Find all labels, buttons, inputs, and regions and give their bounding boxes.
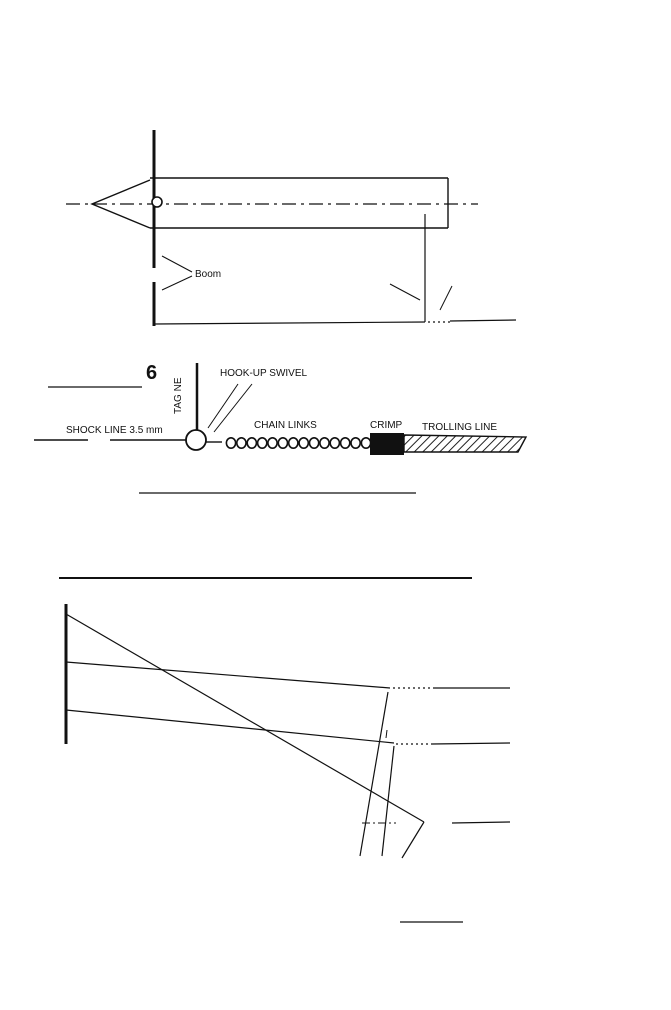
boom-leader-upper bbox=[161, 255, 193, 273]
chain-link bbox=[256, 436, 268, 449]
chain-link bbox=[329, 436, 341, 449]
chain-link bbox=[267, 436, 278, 449]
boom-diagram: Boom bbox=[66, 130, 517, 326]
line-geometry-diagram bbox=[59, 577, 511, 923]
boom-leader-lower bbox=[161, 275, 193, 291]
swivel-leader-1 bbox=[207, 383, 239, 429]
chain-link bbox=[246, 436, 258, 449]
chain-links-label: CHAIN LINKS bbox=[254, 420, 317, 431]
chain-link bbox=[350, 436, 361, 449]
swivel-leader-2 bbox=[213, 383, 253, 433]
right-short-line bbox=[451, 821, 511, 824]
chain-link bbox=[360, 436, 372, 449]
hook-up-swivel-label: HOOK-UP SWIVEL bbox=[220, 368, 307, 379]
pivot-hole bbox=[151, 196, 163, 208]
pointer-right bbox=[439, 285, 453, 311]
upper-line bbox=[65, 661, 391, 689]
lower-line bbox=[65, 709, 395, 744]
diagonal-return bbox=[401, 821, 425, 859]
tag-line-label: TAG NE bbox=[173, 377, 184, 414]
drop-left bbox=[359, 691, 389, 857]
pointer-left bbox=[389, 283, 421, 301]
base-line bbox=[154, 321, 426, 325]
chain-links bbox=[225, 436, 372, 449]
boom-label: Boom bbox=[195, 269, 221, 280]
trolling-line-label: TROLLING LINE bbox=[422, 422, 497, 433]
small-tick bbox=[385, 729, 388, 739]
chain-link bbox=[225, 436, 237, 449]
drop-right bbox=[381, 745, 395, 857]
lower-line-extension bbox=[431, 742, 511, 745]
chain-link bbox=[319, 436, 330, 449]
trolling-line bbox=[403, 434, 528, 453]
boom-nose bbox=[90, 179, 151, 229]
crimp-label: CRIMP bbox=[370, 420, 403, 431]
hook-up-swivel bbox=[185, 429, 207, 451]
chain-link bbox=[339, 436, 351, 449]
base-line-extension bbox=[449, 319, 517, 322]
crimp bbox=[370, 433, 404, 455]
long-diagonal bbox=[65, 613, 425, 823]
shock-line-label: SHOCK LINE 3.5 mm bbox=[66, 425, 163, 436]
chain-link bbox=[235, 436, 247, 449]
chain-link bbox=[277, 436, 289, 449]
chain-link bbox=[308, 436, 320, 449]
chain-link bbox=[298, 436, 310, 449]
figure-number: 6 bbox=[146, 362, 157, 384]
rigging-diagram: 6 TAG NE HOOK-UP SWIVEL SHOCK LINE 3.5 m… bbox=[34, 362, 528, 494]
chain-link bbox=[287, 436, 299, 449]
